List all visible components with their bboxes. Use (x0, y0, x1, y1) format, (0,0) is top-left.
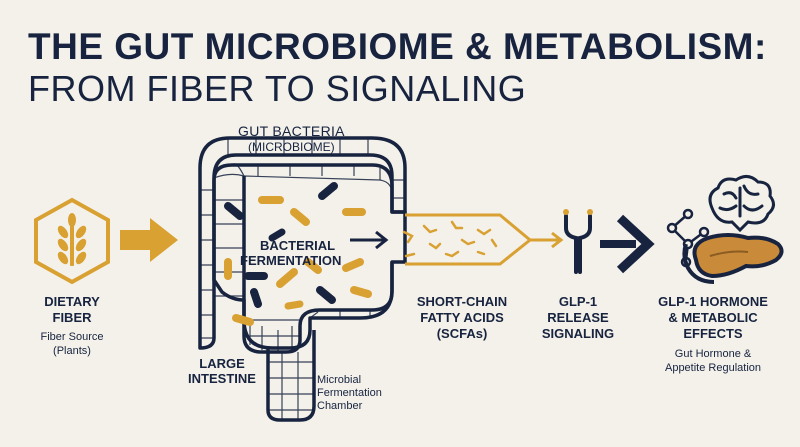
label-microbiome: (MICROBIOME) (248, 140, 335, 154)
label-glp1-line2: RELEASE (547, 310, 609, 325)
scfa-to-glp1-arrow (530, 231, 564, 249)
label-scfa-line3: (SCFAs) (436, 326, 488, 341)
brain-icon (708, 175, 775, 233)
label-plants: (Plants) (53, 345, 91, 357)
receptor-icon (563, 209, 593, 274)
title-line-1: THE GUT MICROBIOME & METABOLISM: (28, 26, 767, 67)
label-bacterial: BACTERIAL (260, 238, 336, 253)
label-chamber: Chamber (317, 400, 363, 412)
fiber-source-icon (34, 197, 110, 285)
wheat-icon (57, 213, 87, 266)
label-scfa-line2: FATTY ACIDS (420, 310, 504, 325)
gut-bacteria-cluster (224, 182, 372, 326)
large-intestine-shape (198, 136, 407, 422)
label-hormone-line1: Gut Hormone & (674, 348, 752, 360)
label-hormone-line2: Appetite Regulation (664, 362, 761, 374)
label-effects-line1: GLP-1 HORMONE (658, 294, 768, 309)
label-dietary: DIETARY (44, 294, 100, 309)
label-glp1-line1: GLP-1 (558, 294, 598, 309)
label-microbial: Microbial (317, 374, 362, 386)
intestine-sigmoid (266, 330, 316, 422)
label-fermentation-lower: Fermentation (317, 387, 382, 399)
label-fiber-source: Fiber Source (40, 331, 104, 343)
label-intestine: INTESTINE (188, 371, 256, 386)
intestine-mesh (200, 138, 405, 420)
scfa-particles (402, 220, 498, 258)
fermentation-arrow (350, 230, 389, 250)
label-glp1-line3: SIGNALING (541, 326, 615, 341)
label-effects-line3: EFFECTS (683, 326, 743, 341)
fiber-input-arrow (120, 218, 178, 262)
label-fiber: FIBER (52, 310, 92, 325)
label-fermentation: FERMENTATION (240, 253, 342, 268)
label-gut-bacteria: GUT BACTERIA (238, 123, 345, 139)
signaling-arrow (600, 214, 655, 274)
label-scfa-line1: SHORT-CHAIN (416, 294, 508, 309)
scfa-channel (402, 213, 533, 266)
hexagon-icon (34, 197, 110, 285)
label-large: LARGE (199, 356, 245, 371)
title-line-2: FROM FIBER TO SIGNALING (28, 68, 527, 109)
label-effects-line2: & METABOLIC (668, 310, 758, 325)
pancreas-icon (682, 233, 784, 284)
